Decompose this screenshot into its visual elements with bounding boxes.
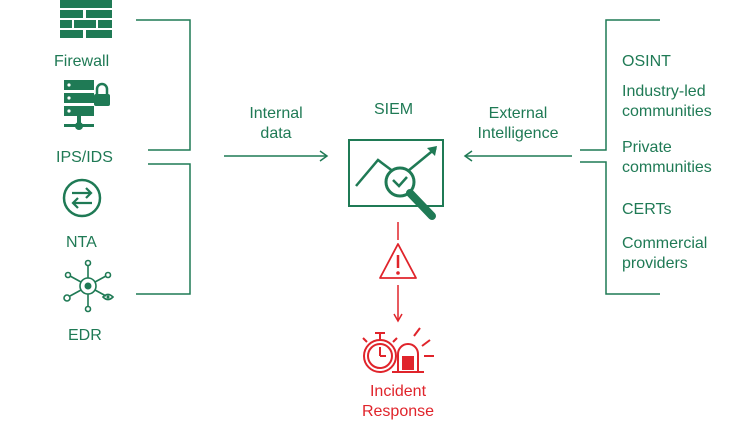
external-intelligence-label: External Intelligence: [477, 105, 559, 142]
firewall-label: Firewall: [54, 53, 110, 70]
edr-label: EDR: [68, 327, 102, 344]
intel-source-commercial: Commercial providers: [622, 235, 708, 272]
siem-monitor-icon: [348, 139, 444, 220]
exchange-arrows-icon: [62, 178, 102, 218]
intel-source-private: Private communities: [622, 139, 712, 176]
internal-data-label: Internal data: [249, 105, 303, 142]
siem-label: SIEM: [374, 101, 414, 118]
incident-response-label: Incident Response: [361, 383, 435, 420]
warning-triangle-icon: [379, 243, 417, 279]
ips-ids-label: IPS/IDS: [56, 149, 113, 166]
intel-source-industry: Industry-led communities: [622, 83, 712, 120]
endpoint-network-icon: [63, 259, 115, 313]
server-lock-icon: [64, 80, 110, 130]
intel-source-osint: OSINT: [622, 53, 671, 70]
firewall-icon: [60, 0, 112, 38]
intel-source-certs: CERTs: [622, 201, 672, 218]
nta-label: NTA: [66, 234, 97, 251]
stopwatch-siren-icon: [362, 327, 434, 373]
